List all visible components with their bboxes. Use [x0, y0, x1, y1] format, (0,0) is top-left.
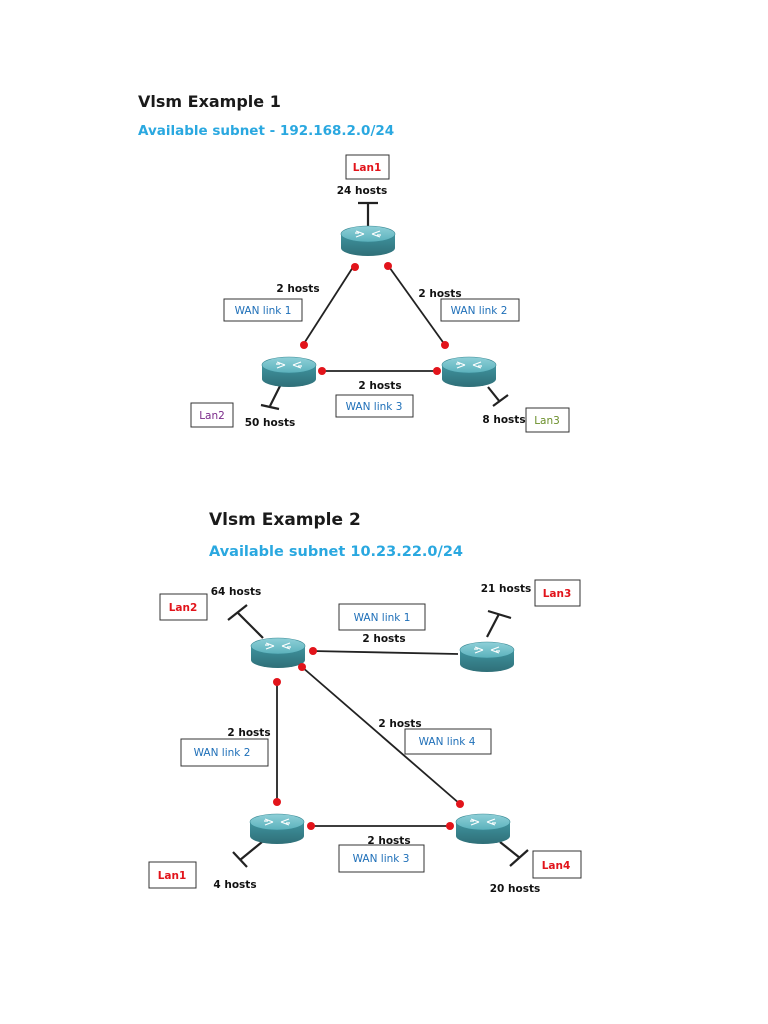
example1-diagram: Lan1 24 hosts 2 hosts WAN link 1 2 hosts… [190, 154, 570, 433]
wan1-hosts: 2 hosts [362, 633, 405, 645]
lan3-box [534, 579, 581, 607]
wan3-hosts: 2 hosts [358, 380, 401, 392]
wan3-box [338, 844, 425, 873]
interface-dot [456, 800, 464, 808]
lan3-label: Lan3 [534, 415, 560, 427]
lan4-hosts: 20 hosts [490, 883, 540, 895]
lan1-label: Lan1 [353, 162, 382, 174]
lan3-segment [487, 386, 501, 403]
wan2-label: WAN link 2 [194, 747, 251, 759]
wan1-box [338, 603, 426, 631]
wan2-hosts: 2 hosts [418, 288, 461, 300]
wan4-label: WAN link 4 [419, 736, 476, 748]
lan1-segment [239, 841, 263, 861]
example2-title: Vlsm Example 2 [209, 510, 361, 530]
lan3-hosts: 8 hosts [482, 414, 525, 426]
lan2-hosts: 50 hosts [245, 417, 295, 429]
interface-dot [300, 341, 308, 349]
router-icon [250, 637, 306, 669]
lan1-box [345, 154, 390, 180]
lan1-box [148, 861, 197, 889]
router-icon [459, 641, 515, 673]
wan2-label: WAN link 2 [451, 305, 508, 317]
interface-dot [298, 663, 306, 671]
example2-subtitle: Available subnet 10.23.22.0/24 [209, 544, 463, 560]
interface-dot [351, 263, 359, 271]
interface-dot [273, 798, 281, 806]
interface-dot [273, 678, 281, 686]
wan2-box [180, 738, 269, 767]
example1-subtitle: Available subnet - 192.168.2.0/24 [138, 123, 395, 139]
lan1-label: Lan1 [158, 870, 187, 882]
lan4-segment [499, 841, 521, 859]
wan1-hosts: 2 hosts [276, 283, 319, 295]
lan3-segment [486, 613, 500, 638]
lan4-label: Lan4 [542, 860, 571, 872]
example2-diagram: Lan2 64 hosts 21 hosts Lan3 WAN link 1 2… [148, 579, 582, 895]
lan2-label: Lan2 [199, 410, 225, 422]
lan2-segment [269, 385, 281, 407]
wan4-line [301, 666, 461, 805]
interface-dot [446, 822, 454, 830]
interface-dot [309, 647, 317, 655]
interface-dot [307, 822, 315, 830]
lan3-hosts: 21 hosts [481, 583, 531, 595]
interface-dot [384, 262, 392, 270]
wan2-hosts: 2 hosts [227, 727, 270, 739]
router-icon [340, 225, 396, 257]
router-icon [249, 813, 305, 845]
interface-dot [441, 341, 449, 349]
lan2-box [190, 402, 234, 428]
router-icon [261, 356, 317, 388]
router-icon [441, 356, 497, 388]
wan1-line [302, 263, 356, 346]
interface-dot [318, 367, 326, 375]
wan1-line [311, 650, 459, 655]
wan4-hosts: 2 hosts [378, 718, 421, 730]
lan4-box [532, 850, 582, 879]
wan3-label: WAN link 3 [353, 853, 410, 865]
example1-title: Vlsm Example 1 [138, 92, 281, 111]
lan1-hosts: 24 hosts [337, 185, 387, 197]
lan2-segment [237, 612, 264, 639]
wan2-line [386, 263, 446, 346]
lan2-hosts: 64 hosts [211, 586, 261, 598]
wan3-box [335, 394, 414, 418]
lan2-box [159, 593, 208, 621]
router-icon [455, 813, 511, 845]
interface-dot [433, 367, 441, 375]
wan4-box [404, 728, 492, 755]
wan2-box [440, 298, 520, 322]
lan3-label: Lan3 [543, 588, 572, 600]
wan3-hosts: 2 hosts [367, 835, 410, 847]
wan1-box [223, 298, 303, 322]
wan1-label: WAN link 1 [235, 305, 292, 317]
lan2-label: Lan2 [169, 602, 198, 614]
lan1-hosts: 4 hosts [213, 879, 256, 891]
wan1-label: WAN link 1 [354, 612, 411, 624]
wan3-label: WAN link 3 [346, 401, 403, 413]
lan3-box [525, 407, 570, 433]
